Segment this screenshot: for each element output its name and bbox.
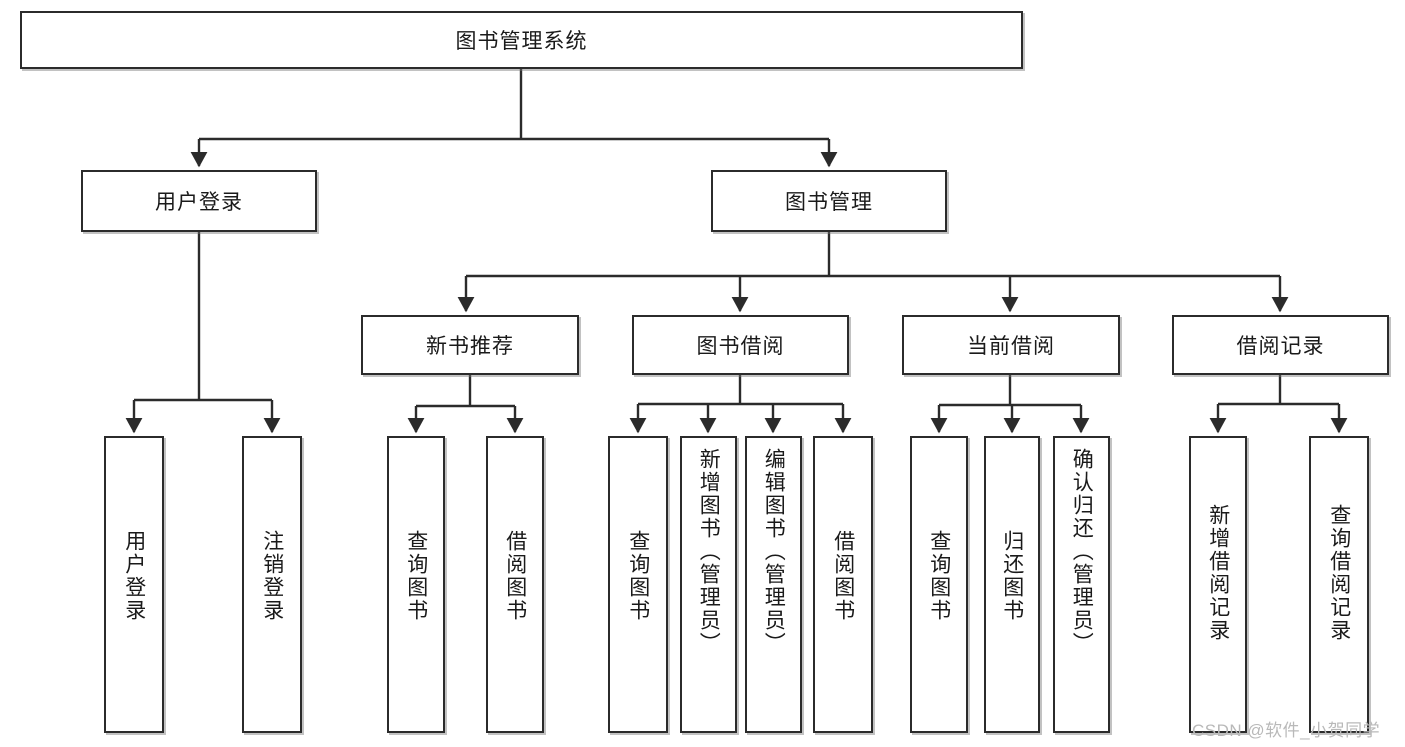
node-leaf-add-record-label: 新增借阅记录 (1206, 504, 1230, 642)
node-borrow-record[interactable]: 借阅记录 (1172, 315, 1389, 375)
node-leaf-edit-book[interactable]: 编辑图书（管理员） (745, 436, 802, 733)
node-leaf-logout-label: 注销登录 (260, 530, 284, 622)
node-borrow-record-label: 借阅记录 (1236, 335, 1325, 358)
node-leaf-return-book-label: 归还图书 (1000, 530, 1024, 622)
node-root[interactable]: 图书管理系统 (20, 11, 1023, 69)
node-leaf-confirm-return[interactable]: 确认归还（管理员） (1053, 436, 1110, 733)
node-leaf-query-book-1[interactable]: 查询图书 (387, 436, 445, 733)
node-leaf-query-book-2-label: 查询图书 (626, 530, 650, 622)
node-root-label: 图书管理系统 (455, 30, 588, 53)
watermark: CSDN @软件_小贺同学 (1192, 721, 1381, 740)
node-leaf-borrow-book-1[interactable]: 借阅图书 (486, 436, 544, 733)
node-leaf-user-login-label: 用户登录 (122, 530, 146, 622)
node-leaf-query-book-3-label: 查询图书 (927, 530, 951, 622)
node-new-book-rec-label: 新书推荐 (426, 335, 514, 358)
node-new-book-rec[interactable]: 新书推荐 (361, 315, 579, 375)
node-leaf-logout[interactable]: 注销登录 (242, 436, 302, 733)
node-leaf-query-book-3[interactable]: 查询图书 (910, 436, 968, 733)
node-book-manage-label: 图书管理 (785, 191, 873, 214)
node-book-borrow-label: 图书借阅 (696, 335, 785, 358)
node-leaf-add-book-label: 新增图书（管理员） (697, 448, 721, 655)
node-leaf-query-book-2[interactable]: 查询图书 (608, 436, 668, 733)
node-leaf-borrow-book-2-label: 借阅图书 (831, 530, 855, 622)
node-leaf-query-record-label: 查询借阅记录 (1327, 504, 1351, 642)
node-book-manage[interactable]: 图书管理 (711, 170, 947, 232)
node-current-borrow-label: 当前借阅 (967, 335, 1055, 358)
node-leaf-user-login[interactable]: 用户登录 (104, 436, 164, 733)
node-leaf-edit-book-label: 编辑图书（管理员） (762, 448, 786, 655)
node-leaf-add-book[interactable]: 新增图书（管理员） (680, 436, 737, 733)
node-user-login[interactable]: 用户登录 (81, 170, 317, 232)
node-leaf-return-book[interactable]: 归还图书 (984, 436, 1040, 733)
node-current-borrow[interactable]: 当前借阅 (902, 315, 1120, 375)
node-leaf-query-book-1-label: 查询图书 (404, 530, 428, 622)
node-user-login-label: 用户登录 (155, 191, 243, 214)
node-leaf-add-record[interactable]: 新增借阅记录 (1189, 436, 1247, 733)
node-leaf-borrow-book-1-label: 借阅图书 (503, 530, 527, 622)
node-book-borrow[interactable]: 图书借阅 (632, 315, 849, 375)
node-leaf-borrow-book-2[interactable]: 借阅图书 (813, 436, 873, 733)
node-leaf-query-record[interactable]: 查询借阅记录 (1309, 436, 1369, 733)
node-leaf-confirm-return-label: 确认归还（管理员） (1070, 448, 1094, 655)
